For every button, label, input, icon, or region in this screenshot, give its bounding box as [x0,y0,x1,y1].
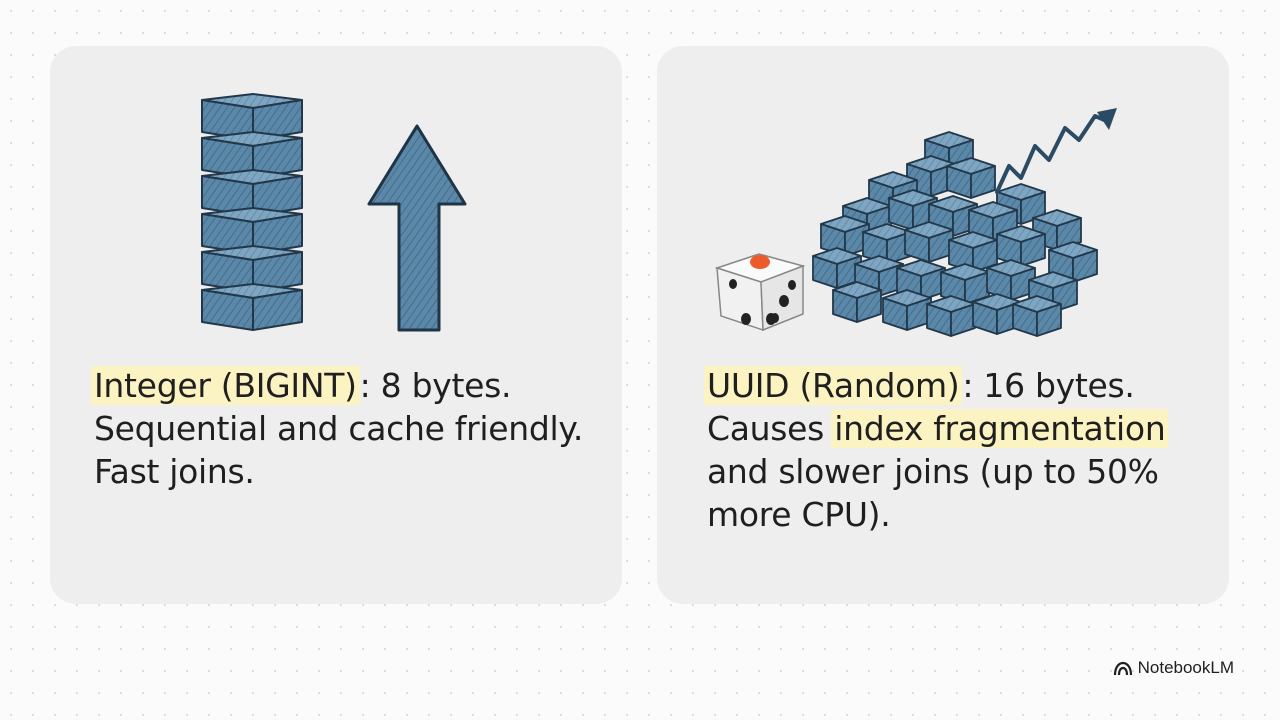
dice-icon [714,253,806,332]
uuid-body-suffix: and slower joins (up to 50% more CPU). [707,452,1159,534]
scattered-blocks-icon [812,131,1098,337]
uuid-size: : 16 bytes. [962,366,1135,405]
integer-card: Integer (BIGINT): 8 bytes. Sequential an… [50,46,622,604]
uuid-card: UUID (Random): 16 bytes. Causes index fr… [657,46,1229,604]
brand-label: NotebookLM [1137,658,1234,677]
uuid-illustration [714,108,1117,337]
integer-title: Integer (BIGINT) [91,366,360,405]
uuid-title: UUID (Random) [704,366,963,405]
integer-size: : 8 bytes. [359,366,512,405]
uuid-body-prefix: Causes [707,409,835,448]
rising-zigzag-arrow-icon [995,108,1117,194]
uuid-highlight: index fragmentation [831,409,1169,448]
notebooklm-brand: NotebookLM [1113,658,1234,678]
uuid-description: UUID (Random): 16 bytes. Causes index fr… [704,364,1207,536]
up-arrow-icon [367,124,467,332]
stacked-blocks-icon [201,93,303,331]
integer-illustration [201,93,467,332]
integer-body: Sequential and cache friendly. Fast join… [94,409,584,491]
notebooklm-logo-icon [1113,661,1132,676]
integer-description: Integer (BIGINT): 8 bytes. Sequential an… [91,364,594,493]
